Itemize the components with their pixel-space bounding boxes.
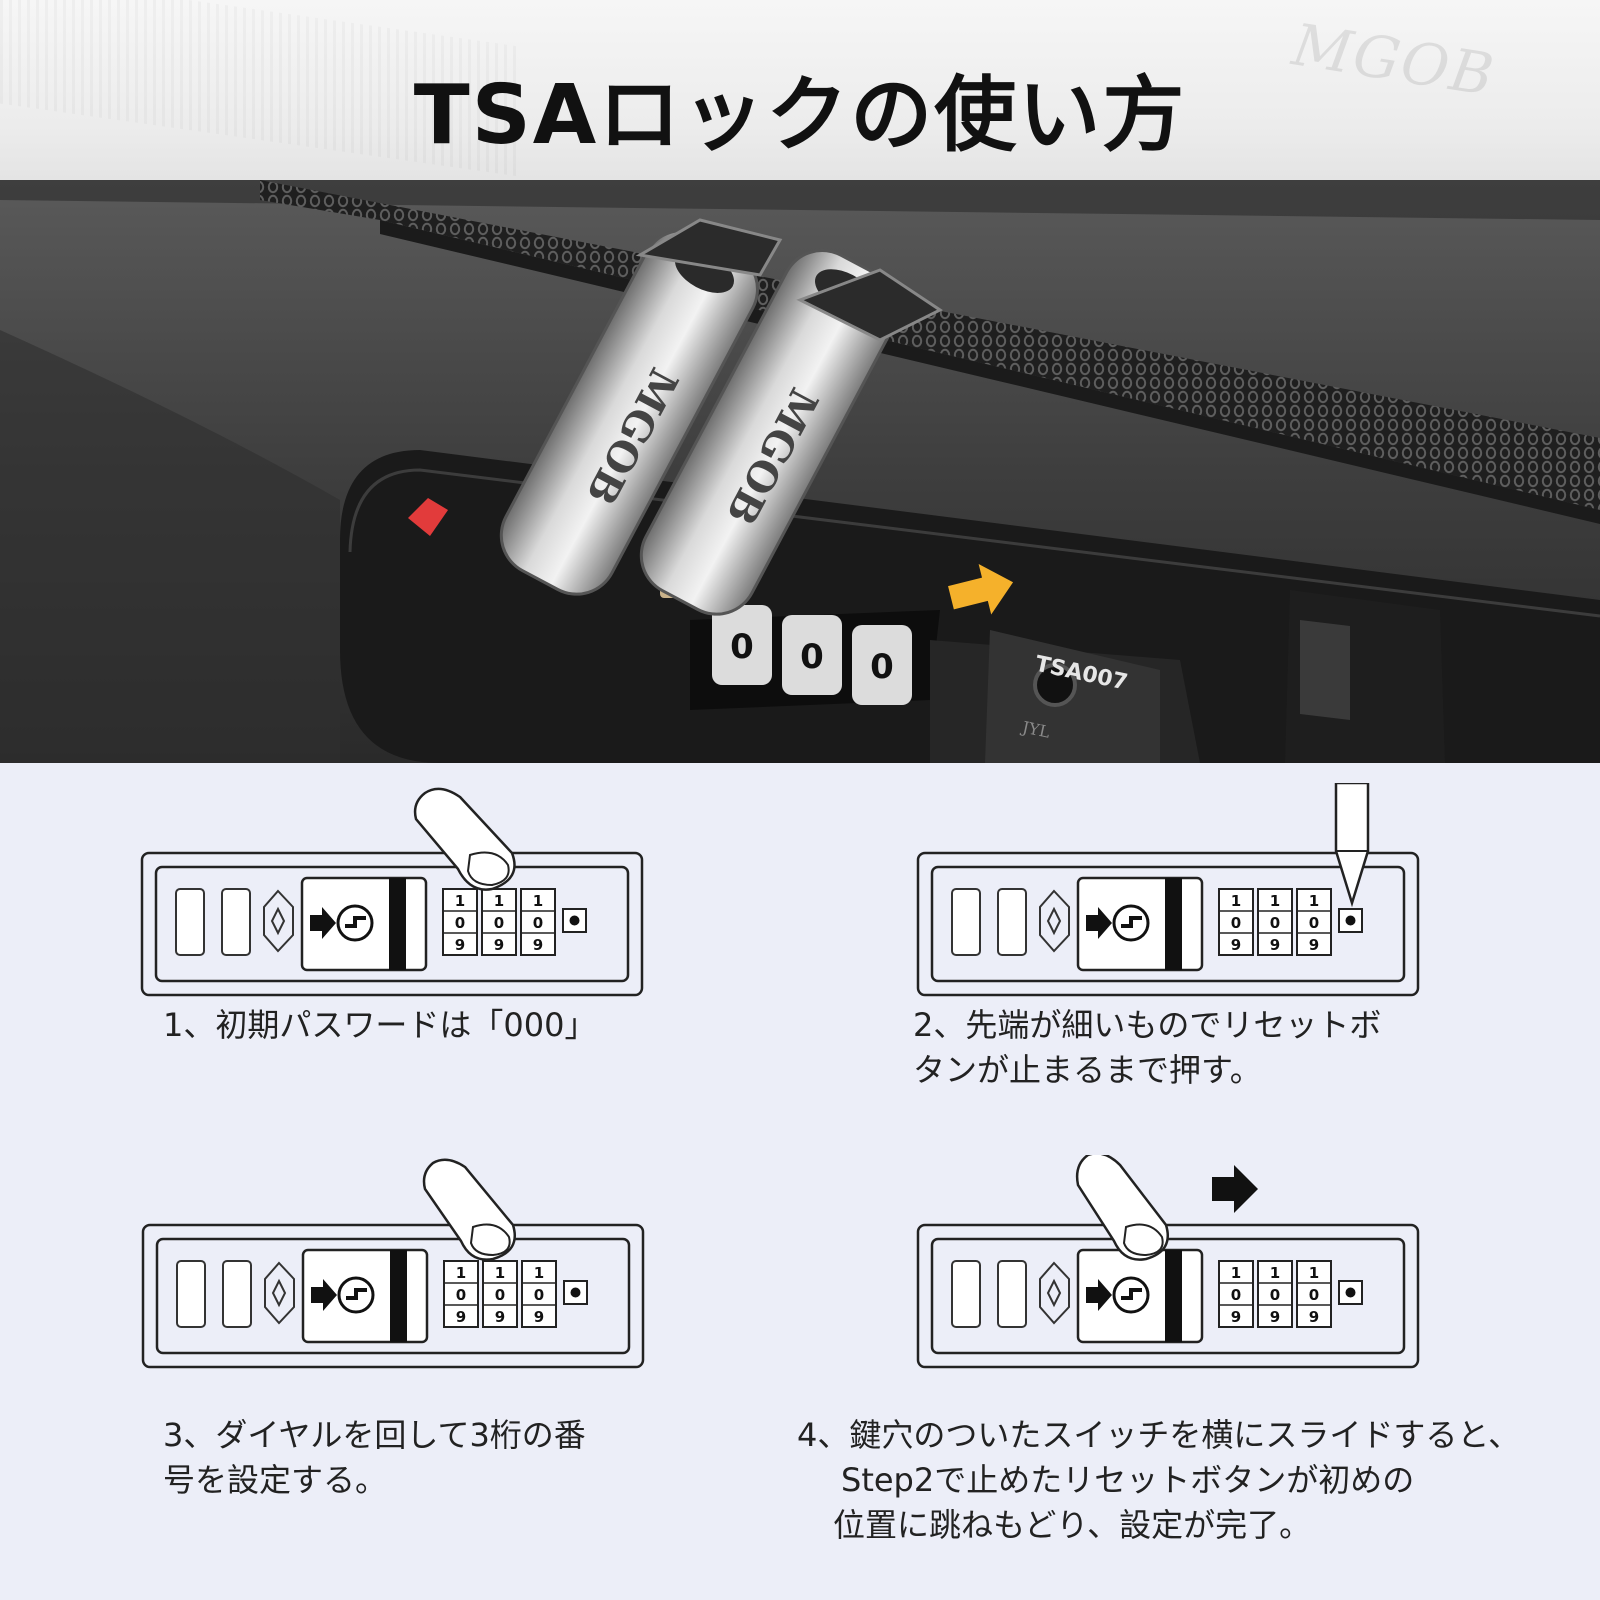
caption-line: 号を設定する。 bbox=[163, 1461, 388, 1499]
svg-text:1: 1 bbox=[533, 892, 543, 910]
finger-icon bbox=[1075, 1155, 1169, 1261]
keyhole-icon bbox=[336, 904, 374, 942]
step-3: 1 0 9 1 0 9 1 0 9 bbox=[141, 1155, 651, 1475]
svg-text:0: 0 bbox=[1309, 1286, 1319, 1304]
dial-digit-3: 0 bbox=[870, 647, 894, 687]
suitcase-lock-photo: 0 0 0 TSA007 JYL bbox=[0, 180, 1600, 763]
dial-digit-1: 0 bbox=[730, 627, 754, 667]
svg-text:0: 0 bbox=[495, 1286, 505, 1304]
caption-line: 位置に跳ねもどり、設定が完了。 bbox=[833, 1506, 1312, 1544]
svg-text:0: 0 bbox=[534, 1286, 544, 1304]
keyhole-icon bbox=[1112, 1276, 1150, 1314]
svg-text:0: 0 bbox=[455, 914, 465, 932]
caption-line: 2、先端が細いものでリセットボ bbox=[913, 1006, 1382, 1044]
svg-text:9: 9 bbox=[456, 1308, 466, 1326]
svg-text:1: 1 bbox=[1270, 1264, 1280, 1282]
arrow-right-icon bbox=[1086, 1279, 1112, 1311]
svg-text:1: 1 bbox=[495, 1264, 505, 1282]
lock-diagram: 1 0 9 1 0 9 1 0 9 bbox=[140, 787, 644, 997]
dial-digit-2: 0 bbox=[800, 637, 824, 677]
status-indicator bbox=[408, 498, 448, 536]
svg-text:0: 0 bbox=[1270, 914, 1280, 932]
svg-text:9: 9 bbox=[1270, 936, 1280, 954]
svg-text:9: 9 bbox=[533, 936, 543, 954]
arrow-right-icon bbox=[310, 907, 336, 939]
caption-line: 3、ダイヤルを回して3桁の番 bbox=[163, 1416, 586, 1454]
svg-text:0: 0 bbox=[494, 914, 504, 932]
lock-diagram: 1 0 9 1 0 9 1 0 9 bbox=[916, 783, 1420, 997]
instruction-steps: 1 0 9 1 0 9 1 0 9 1、初 bbox=[0, 763, 1600, 1600]
svg-text:9: 9 bbox=[494, 936, 504, 954]
finger-icon bbox=[413, 787, 516, 891]
svg-text:9: 9 bbox=[1309, 1308, 1319, 1326]
svg-text:9: 9 bbox=[495, 1308, 505, 1326]
svg-text:1: 1 bbox=[494, 892, 504, 910]
svg-text:9: 9 bbox=[1270, 1308, 1280, 1326]
step-2-caption: 2、先端が細いものでリセットボ タンが止まるまで押す。 bbox=[913, 1003, 1381, 1093]
svg-text:0: 0 bbox=[533, 914, 543, 932]
pin-tool-icon bbox=[1334, 783, 1370, 908]
svg-text:9: 9 bbox=[1231, 1308, 1241, 1326]
caption-line: Step2で止めたリセットボタンが初めの bbox=[841, 1461, 1415, 1499]
svg-text:1: 1 bbox=[455, 892, 465, 910]
keyhole-icon bbox=[337, 1276, 375, 1314]
lock-diagram: 1 0 9 1 0 9 1 0 9 bbox=[141, 1158, 645, 1369]
svg-text:0: 0 bbox=[1231, 1286, 1241, 1304]
step-3-caption: 3、ダイヤルを回して3桁の番 号を設定する。 bbox=[163, 1413, 586, 1503]
arrow-right-icon bbox=[948, 564, 1014, 615]
arrow-right-icon bbox=[311, 1279, 337, 1311]
page-title: TSAロックの使い方 bbox=[413, 68, 1187, 163]
svg-text:1: 1 bbox=[456, 1264, 466, 1282]
svg-text:0: 0 bbox=[1270, 1286, 1280, 1304]
caption-line: 1、初期パスワードは「000」 bbox=[163, 1006, 597, 1044]
dial-digits: 1 0 9 1 0 9 1 0 9 bbox=[1218, 888, 1332, 956]
svg-text:1: 1 bbox=[1231, 1264, 1241, 1282]
step-4-caption: 4、鍵穴のついたスイッチを横にスライドすると、 Step2で止めたリセットボタン… bbox=[797, 1413, 1520, 1548]
keyhole-icon bbox=[1033, 663, 1077, 707]
step-4: 1 0 9 1 0 9 1 0 9 bbox=[916, 1155, 1426, 1475]
svg-text:9: 9 bbox=[455, 936, 465, 954]
svg-text:1: 1 bbox=[1309, 1264, 1319, 1282]
svg-text:9: 9 bbox=[534, 1308, 544, 1326]
svg-text:0: 0 bbox=[1231, 914, 1241, 932]
step-1: 1 0 9 1 0 9 1 0 9 bbox=[140, 783, 650, 1103]
svg-text:0: 0 bbox=[456, 1286, 466, 1304]
dial-wheels: 0 0 0 bbox=[712, 605, 912, 705]
caption-line: 4、鍵穴のついたスイッチを横にスライドすると、 bbox=[797, 1416, 1521, 1454]
arrow-right-icon bbox=[1086, 907, 1112, 939]
svg-text:1: 1 bbox=[534, 1264, 544, 1282]
svg-text:0: 0 bbox=[1309, 914, 1319, 932]
caption-line: タンが止まるまで押す。 bbox=[913, 1051, 1262, 1089]
finger-icon bbox=[422, 1158, 516, 1261]
dial-digits: 1 0 9 1 0 9 1 0 9 bbox=[442, 888, 556, 956]
step-2: 1 0 9 1 0 9 1 0 9 bbox=[916, 783, 1426, 1103]
arrow-right-icon bbox=[1212, 1165, 1258, 1213]
svg-text:9: 9 bbox=[1309, 936, 1319, 954]
step-1-caption: 1、初期パスワードは「000」 bbox=[163, 1003, 596, 1048]
dial-digits: 1 0 9 1 0 9 1 0 9 bbox=[1218, 1260, 1332, 1328]
svg-text:1: 1 bbox=[1270, 892, 1280, 910]
dial-digits: 1 0 9 1 0 9 1 0 9 bbox=[443, 1260, 557, 1328]
zipper-pulls: MGOB MGOB bbox=[499, 218, 943, 616]
lock-diagram: 1 0 9 1 0 9 1 0 9 bbox=[916, 1155, 1420, 1369]
title-band bbox=[0, 0, 1600, 180]
svg-text:1: 1 bbox=[1309, 892, 1319, 910]
keyhole-icon bbox=[1112, 904, 1150, 942]
svg-text:9: 9 bbox=[1231, 936, 1241, 954]
product-photo: MGOB TSAロックの使い方 bbox=[0, 0, 1600, 763]
svg-text:1: 1 bbox=[1231, 892, 1241, 910]
